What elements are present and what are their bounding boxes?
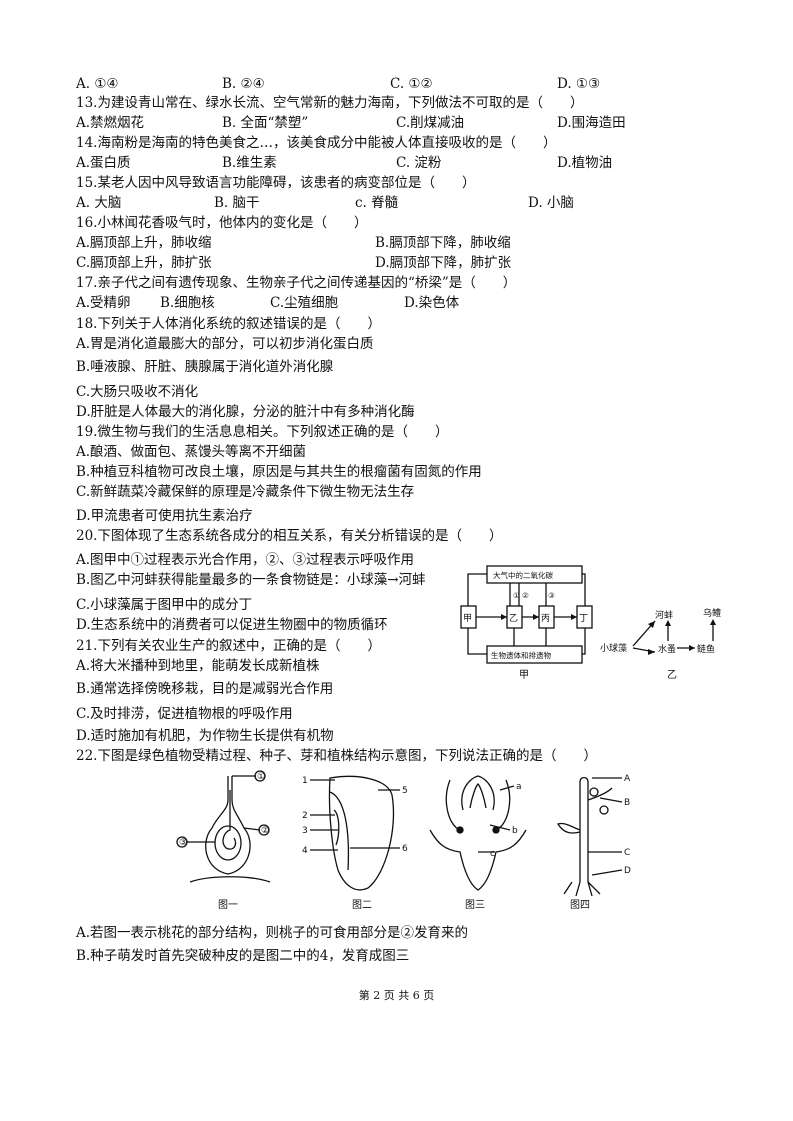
fig20-process-1: ① [513, 591, 520, 600]
q14-option-d: D.植物油 [557, 155, 613, 171]
fig20-caption-jia: 甲 [519, 670, 529, 681]
q15-stem: 15.某老人因中风导致语言功能障碍，该患者的病变部位是（ ） [76, 175, 476, 191]
fig20-yi-label: 乙 [509, 613, 518, 624]
q22-stem: 22.下图是绿色植物受精过程、种子、芽和植株结构示意图，下列说法正确的是（ ） [76, 748, 597, 764]
fig22-plant-b: B [624, 798, 630, 808]
fig20-lianyu: 鲢鱼 [697, 643, 715, 655]
q21-option-a: A.将大米播种到地里，能萌发长成新植株 [76, 658, 320, 674]
fig20-jia-label: 甲 [463, 613, 472, 624]
q19-option-d: D.甲流患者可使用抗生素治疗 [76, 508, 253, 524]
fig20-air-label: 大气中的二氧化碳 [493, 570, 553, 580]
fig22-seed-1: 1 [302, 776, 308, 786]
q14-option-a: A.蛋白质 [76, 155, 131, 171]
q19-stem: 19.微生物与我们的生活息息相关。下列叙述正确的是（ ） [76, 424, 449, 440]
q13-option-c: C.削煤减油 [396, 115, 465, 131]
q14-stem: 14.海南粉是海南的特色美食之…，该美食成分中能被人体直接吸收的是（ ） [76, 135, 557, 151]
fig22-bud-b: b [512, 826, 518, 836]
ecosystem-figure: 大气中的二氧化碳 生物遗体和排遗物 ① ② ③ 甲 乙 丙 丁 甲 乙 小球藻 … [460, 565, 721, 681]
q18-stem: 18.下列关于人体消化系统的叙述错误的是（ ） [76, 316, 381, 332]
q16-option-b: B.膈顶部下降，肺收缩 [375, 235, 511, 251]
fig22-caption-1: 图一 [218, 899, 238, 911]
q19-option-c: C.新鲜蔬菜冷藏保鲜的原理是冷藏条件下微生物无法生存 [76, 484, 415, 500]
q20-option-b: B.图乙中河蚌获得能量最多的一条食物链是：小球藻→河蚌 [76, 572, 426, 588]
fig22-label-3: ③ [179, 838, 187, 848]
q21-stem: 21.下列有关农业生产的叙述中，正确的是（ ） [76, 638, 381, 654]
q14-option-c: C. 淀粉 [396, 155, 442, 171]
q16-option-c: C.膈顶部上升，肺扩张 [76, 255, 212, 271]
q22-option-b: B.种子萌发时首先突破种皮的是图二中的4，发育成图三 [76, 948, 410, 964]
q13-stem: 13.为建设青山常在、绿水长流、空气常新的魅力海南，下列做法不可取的是（ ） [76, 95, 584, 111]
fig22-label-1: ① [257, 772, 265, 782]
fig20-process-2: ② [522, 591, 529, 600]
q20-option-d: D.生态系统中的消费者可以促进生物圈中的物质循环 [76, 617, 388, 633]
fig20-caption-yi: 乙 [667, 669, 677, 681]
plant-structure-figure: ① ② ③ 1 2 3 4 5 6 a b c A B C D 图一 图二 图三… [176, 770, 631, 911]
q12-option-b: B. ②④ [222, 76, 265, 92]
fig22-seed-4: 4 [302, 846, 308, 856]
fig22-bud-a: a [516, 782, 522, 792]
q21-option-c: C.及时排涝，促进植物根的呼吸作用 [76, 706, 293, 722]
q17-option-a: A.受精卵 [76, 295, 131, 311]
fig20-shuizao: 水蚤 [658, 643, 676, 655]
fig20-xiaoqiuzao: 小球藻 [600, 642, 627, 654]
q15-option-b: B. 脑干 [214, 195, 260, 211]
fig22-caption-2: 图二 [352, 899, 372, 911]
fig20-bing-label: 丙 [541, 613, 550, 624]
q12-option-c: C. ①② [390, 76, 433, 92]
page-footer: 第 2 页 共 6 页 [358, 989, 435, 1002]
fig22-seed-2: 2 [302, 811, 308, 821]
fig22-seed-6: 6 [402, 844, 408, 854]
q15-option-a: A. 大脑 [76, 195, 122, 211]
q17-option-d: D.染色体 [404, 295, 460, 311]
q16-option-a: A.膈顶部上升，肺收缩 [76, 235, 212, 251]
q16-option-d: D.膈顶部下降，肺扩张 [375, 255, 512, 271]
q13-option-d: D.围海造田 [557, 115, 626, 131]
q21-option-d: D.适时施加有机肥，为作物生长提供有机物 [76, 728, 334, 744]
fig20-hebang: 河蚌 [655, 609, 673, 621]
q12-option-d: D. ①③ [557, 76, 601, 92]
q21-option-b: B.通常选择傍晚移栽，目的是减弱光合作用 [76, 681, 334, 697]
q17-stem: 17.亲子代之间有遗传现象、生物亲子代之间传递基因的“桥梁”是（ ） [76, 275, 517, 291]
fig22-plant-c: C [624, 848, 630, 858]
q18-option-a: A.胃是消化道最膨大的部分，可以初步消化蛋白质 [76, 336, 374, 352]
fig20-process-3: ③ [548, 591, 555, 600]
q19-option-a: A.酿酒、做面包、蒸馒头等离不开细菌 [76, 444, 307, 460]
q16-stem: 16.小林闻花香吸气时，他体内的变化是（ ） [76, 215, 368, 231]
fig22-bud-c: c [490, 849, 495, 859]
q22-option-a: A.若图一表示桃花的部分结构，则桃子的可食用部分是②发育来的 [76, 925, 469, 941]
fig22-plant-a: A [624, 774, 631, 784]
q17-option-c: C.尘殖细胞 [270, 295, 339, 311]
fig22-caption-4: 图四 [570, 899, 590, 911]
fig20-remains-label: 生物遗体和排遗物 [491, 650, 551, 660]
fig22-seed-5: 5 [402, 786, 408, 796]
q20-option-a: A.图甲中①过程表示光合作用，②、③过程表示呼吸作用 [76, 552, 415, 568]
fig22-plant-d: D [624, 866, 631, 876]
q18-option-b: B.唾液腺、肝脏、胰腺属于消化道外消化腺 [76, 359, 334, 375]
q20-stem: 20.下图体现了生态系统各成分的相互关系，有关分析错误的是（ ） [76, 528, 503, 544]
fig20-wuli: 乌鳢 [703, 607, 721, 619]
q14-option-b: B.维生素 [222, 155, 277, 171]
q13-option-b: B. 全面“禁塑” [222, 115, 309, 131]
q20-option-c: C.小球藻属于图甲中的成分丁 [76, 597, 253, 613]
q12-option-a: A. ①④ [76, 76, 119, 92]
fig22-caption-3: 图三 [465, 899, 485, 911]
q18-option-c: C.大肠只吸收不消化 [76, 384, 199, 400]
q17-option-b: B.细胞核 [160, 295, 215, 311]
q15-option-d: D. 小脑 [528, 195, 574, 211]
q19-option-b: B.种植豆科植物可改良土壤，原因是与其共生的根瘤菌有固氮的作用 [76, 464, 482, 480]
q13-option-a: A.禁燃烟花 [76, 115, 145, 131]
fig20-ding-label: 丁 [579, 614, 588, 624]
q18-option-d: D.肝脏是人体最大的消化腺，分泌的脏汁中有多种消化酶 [76, 404, 415, 420]
fig22-label-2: ② [261, 826, 269, 836]
fig22-seed-3: 3 [302, 826, 308, 836]
q15-option-c: c. 脊髓 [355, 195, 399, 211]
